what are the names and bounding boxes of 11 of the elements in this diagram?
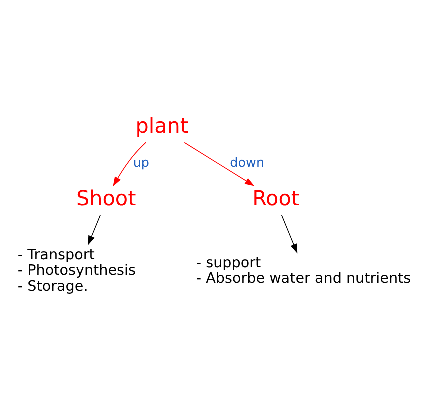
node-text: - Transport - Photosynthesis - Storage. <box>18 247 136 296</box>
node-text: Shoot <box>76 186 136 210</box>
edge-label: up <box>133 156 150 172</box>
node-text: Root <box>252 186 300 210</box>
node-text: plant <box>136 114 189 138</box>
arrow <box>281 214 298 254</box>
arrow <box>184 142 255 186</box>
node-text: - support - Absorbe water and nutrients <box>196 255 412 288</box>
edge-label: down <box>230 156 265 172</box>
arrow <box>88 214 101 246</box>
arrow <box>113 142 146 187</box>
